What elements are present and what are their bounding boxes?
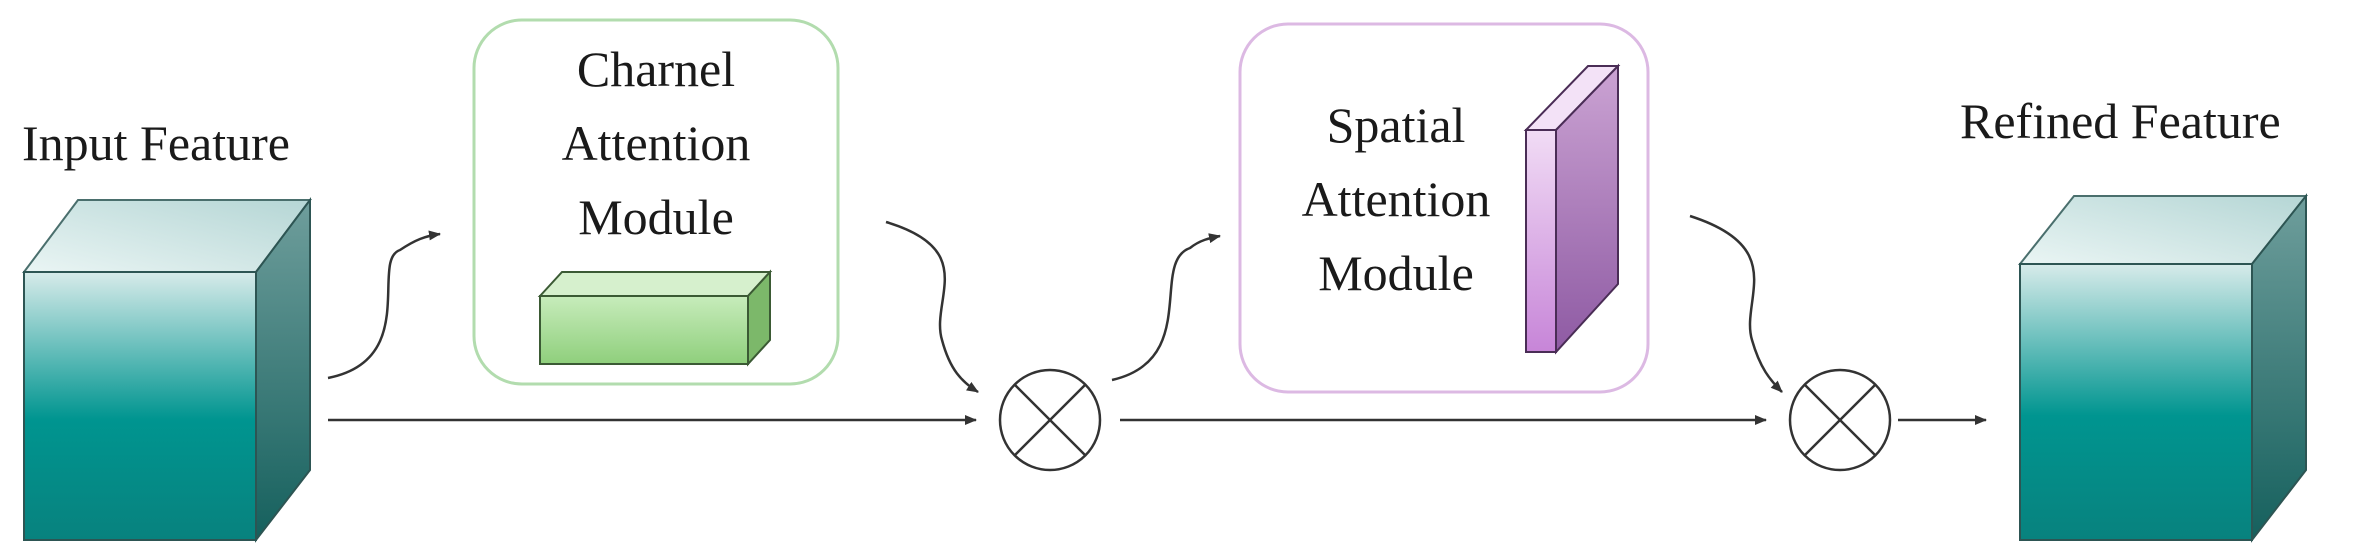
channel-attention-block: [537, 269, 773, 367]
multiply-icon: [998, 368, 1102, 472]
input-feature-cube: [22, 197, 312, 543]
multiply-icon: [1788, 368, 1892, 472]
spatial-module-label-line2: Attention: [1302, 171, 1491, 227]
spatial-attention-block: [1523, 63, 1621, 355]
input-feature-label: Input Feature: [22, 115, 290, 171]
curve-spatial-to-multiply: [1689, 214, 1783, 393]
curve-multiply-to-spatial: [1111, 233, 1221, 382]
spatial-module-label-line3: Module: [1318, 245, 1474, 301]
curve-input-to-channel: [327, 230, 441, 380]
refined-feature-cube: [2017, 193, 2309, 543]
channel-module-label-line3: Module: [578, 189, 734, 245]
curve-channel-to-multiply: [885, 220, 979, 394]
spatial-module-label-line1: Spatial: [1327, 97, 1466, 153]
channel-module-label-line1: Charnel: [577, 41, 735, 97]
channel-module-label-line2: Attention: [562, 115, 751, 171]
refined-feature-label: Refined Feature: [1960, 93, 2281, 149]
